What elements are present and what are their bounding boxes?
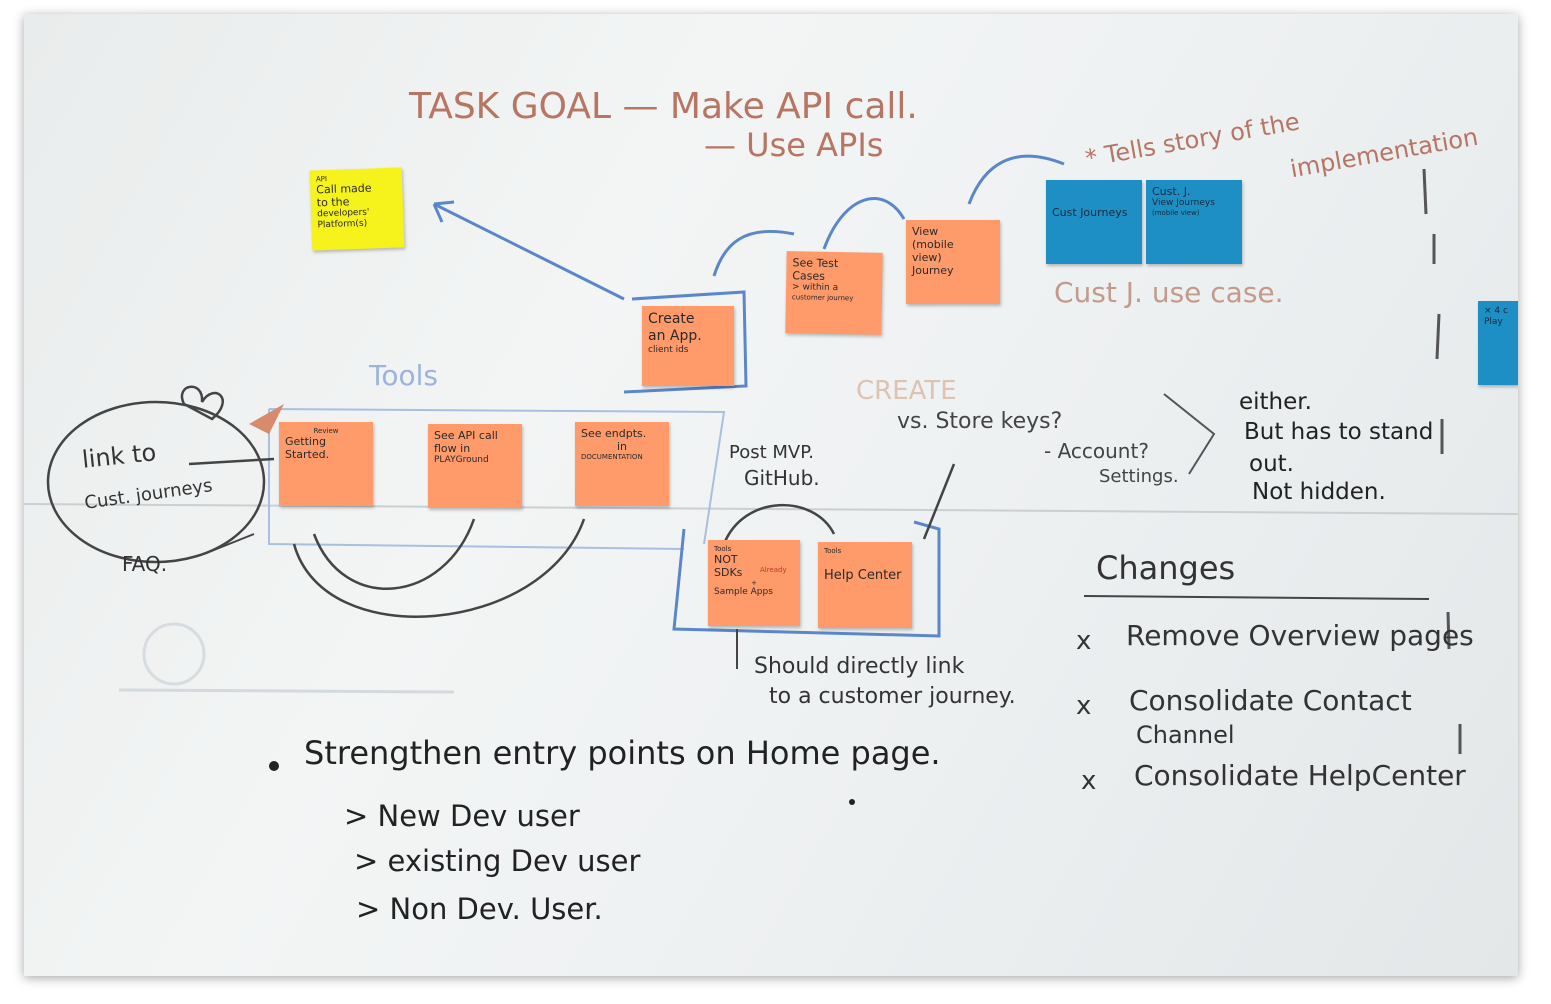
sticky-note-cust-journeys: Cust Journeys bbox=[1046, 180, 1142, 264]
sticky-note-view-mobile: View (mobile view) Journey bbox=[906, 220, 1000, 304]
note-line: × 4 c bbox=[1484, 306, 1508, 316]
arrow-to-api-note bbox=[433, 202, 625, 301]
create-label: CREATE bbox=[856, 376, 957, 406]
note-line: Cust Journeys bbox=[1052, 206, 1128, 219]
note-line: Sample Apps bbox=[714, 587, 773, 597]
note-line: DOCUMENTATION bbox=[581, 453, 643, 461]
note-line: customer journey bbox=[791, 293, 854, 303]
arrow-keys-to-help bbox=[922, 463, 956, 540]
arrow-test-to-create bbox=[712, 229, 795, 277]
note-line: (mobile bbox=[912, 238, 954, 251]
erased-line bbox=[118, 688, 455, 694]
strengthen-title: Strengthen entry points on Home page. bbox=[304, 734, 941, 772]
strengthen-item: > New Dev user bbox=[344, 799, 580, 833]
arrow-github bbox=[722, 503, 836, 545]
sdk-help-bracket bbox=[672, 520, 941, 638]
note-line: an App. bbox=[648, 328, 702, 344]
arrow-cust-to-view bbox=[967, 154, 1065, 205]
store-keys-label: vs. Store keys? bbox=[897, 409, 1063, 434]
sticky-note-cust-j-view: Cust. J. View Journeys (mobile view) bbox=[1146, 180, 1242, 264]
post-mvp-line2: GitHub. bbox=[744, 466, 820, 490]
whiteboard-photo: TASK GOAL — Make API call. — Use APIs * … bbox=[24, 14, 1518, 976]
bullet-dot bbox=[269, 761, 279, 771]
cust-use-case: Cust J. use case. bbox=[1054, 276, 1284, 309]
sticky-note-getting-started: Review Getting Started. bbox=[279, 422, 373, 506]
star-icon bbox=[249, 404, 284, 434]
strengthen-item: > Non Dev. User. bbox=[356, 892, 603, 926]
note-line: Getting bbox=[285, 435, 326, 448]
create-app-bracket bbox=[623, 290, 748, 394]
note-line: Help Center bbox=[824, 568, 902, 583]
changes-item-mark: x bbox=[1076, 626, 1092, 656]
sticky-note-edge: × 4 c Play bbox=[1478, 301, 1518, 385]
note-line: Cust. J. bbox=[1152, 185, 1191, 198]
sticky-note-help-center: Tools Help Center bbox=[818, 542, 912, 628]
note-line: Play bbox=[1484, 317, 1503, 327]
erased-circle bbox=[142, 622, 206, 686]
heart-icon bbox=[180, 385, 224, 421]
should-link-line1: Should directly link bbox=[754, 654, 965, 679]
sticky-note-sdks: Tools NOT Already SDKs + Sample Apps bbox=[708, 540, 800, 626]
either-line-4: Not hidden. bbox=[1252, 479, 1386, 505]
changes-item: Consolidate Contact bbox=[1129, 684, 1412, 717]
note-line: + bbox=[751, 579, 757, 587]
settings-label: Settings. bbox=[1099, 466, 1179, 487]
changes-item: Channel bbox=[1136, 721, 1235, 749]
note-line: (mobile view) bbox=[1152, 209, 1200, 217]
should-link-line2: to a customer journey. bbox=[769, 684, 1016, 709]
changes-item-mark: x bbox=[1081, 766, 1097, 796]
changes-title: Changes bbox=[1096, 549, 1236, 587]
note-line: Platform(s) bbox=[317, 218, 368, 231]
either-brace bbox=[1163, 393, 1216, 475]
note-line: Tools bbox=[824, 547, 842, 555]
either-line-1: either. bbox=[1239, 389, 1312, 415]
note-line: view) bbox=[912, 251, 942, 264]
note-line: Journey bbox=[912, 264, 954, 277]
account-label: - Account? bbox=[1044, 439, 1149, 463]
note-line: View bbox=[912, 225, 939, 238]
either-line-2: But has to stand bbox=[1244, 419, 1434, 445]
sticky-note-api-call: API Call made to the developers' Platfor… bbox=[309, 167, 405, 251]
note-line: View Journeys bbox=[1152, 198, 1215, 208]
arrow-curve-1 bbox=[312, 518, 476, 590]
note-line: NOT bbox=[714, 553, 738, 566]
sticky-note-api-playground: See API call flow in PLAYGround bbox=[428, 424, 522, 508]
marker-drawings bbox=[24, 154, 1518, 805]
note-line: Review bbox=[313, 427, 339, 435]
task-goal-line2: — Use APIs bbox=[704, 126, 884, 164]
note-line: flow in bbox=[434, 442, 471, 455]
note-line: SDKs bbox=[714, 566, 743, 579]
changes-item: Consolidate HelpCenter bbox=[1134, 759, 1466, 792]
note-line: Create bbox=[648, 311, 695, 327]
arrow-view-to-test bbox=[822, 197, 906, 250]
arrow-curve-2 bbox=[292, 518, 586, 618]
note-line: Tools bbox=[714, 545, 732, 553]
post-mvp-line1: Post MVP. bbox=[729, 442, 814, 463]
tools-box bbox=[268, 408, 726, 550]
changes-item-mark: x bbox=[1076, 691, 1092, 721]
strengthen-item: > existing Dev user bbox=[354, 844, 641, 878]
faq-label: FAQ. bbox=[122, 552, 168, 576]
task-goal-line1: TASK GOAL — Make API call. bbox=[409, 86, 918, 127]
sticky-note-see-test-cases: See Test Cases > within a customer journ… bbox=[785, 251, 883, 335]
note-line: See endpts. bbox=[581, 427, 647, 440]
changes-underline bbox=[1083, 595, 1430, 600]
sticky-note-see-endpoints: See endpts. in DOCUMENTATION bbox=[575, 422, 669, 506]
either-line-3: out. bbox=[1249, 451, 1294, 477]
link-circle bbox=[46, 400, 266, 564]
changes-item: Remove Overview pages bbox=[1126, 619, 1474, 652]
sticky-note-create-app: Create an App. client ids bbox=[642, 306, 734, 386]
board-seam bbox=[24, 503, 1518, 515]
note-line: in bbox=[616, 440, 628, 453]
note-line: Started. bbox=[285, 448, 330, 461]
note-line: Already bbox=[760, 566, 787, 574]
note-line: client ids bbox=[648, 345, 689, 355]
tools-label: Tools bbox=[369, 359, 438, 392]
note-line: PLAYGround bbox=[434, 455, 489, 465]
note-line: See API call bbox=[434, 429, 498, 442]
